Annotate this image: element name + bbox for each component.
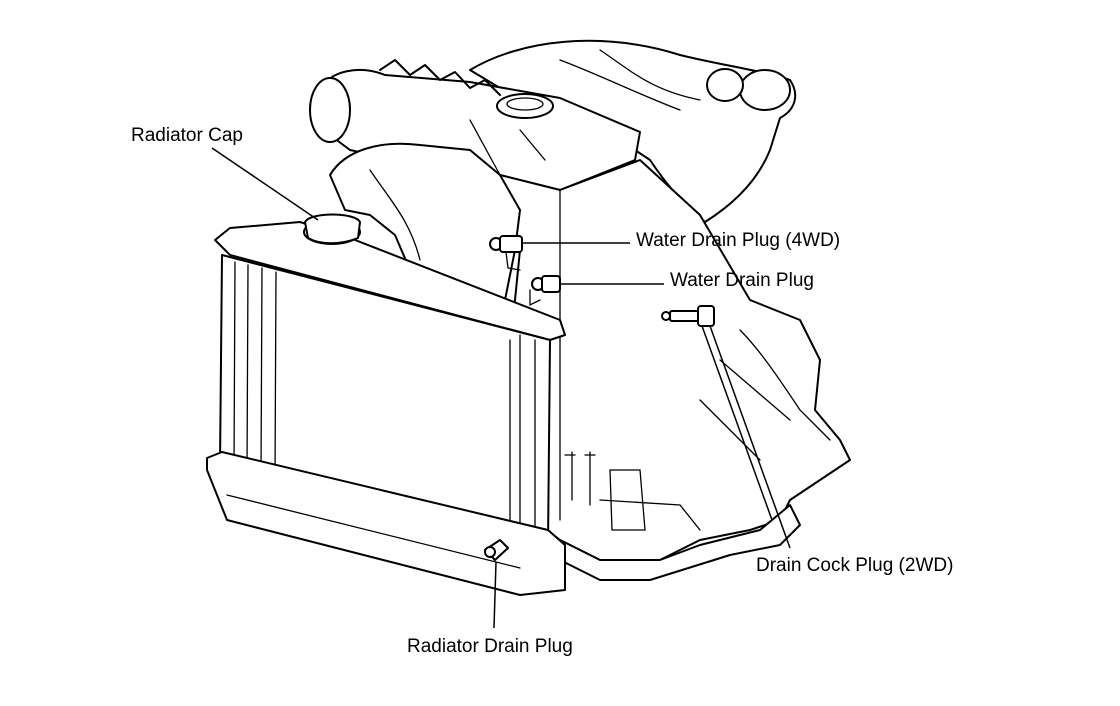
leader-radiator-cap [211,147,319,221]
radiator [206,221,566,596]
label-drain-cock-plug-2wd: Drain Cock Plug (2WD) [756,555,954,576]
leader-lines [211,147,791,629]
drain-cock-plug-shape [661,305,715,327]
radiator-cap-shape [303,213,361,245]
label-radiator-cap: Radiator Cap [131,125,243,146]
radiator-drain-plug-shape [484,539,509,561]
leader-drain-cock-2 [701,325,773,521]
engine-block [309,39,851,581]
water-drain-plug-4wd-shape [489,235,523,271]
leader-radiator-drain [493,561,497,629]
leader-drain-cock [709,325,791,549]
label-water-drain-plug: Water Drain Plug [670,270,814,291]
label-water-drain-plug-4wd: Water Drain Plug (4WD) [636,230,841,251]
label-radiator-drain-plug: Radiator Drain Plug [407,636,573,657]
